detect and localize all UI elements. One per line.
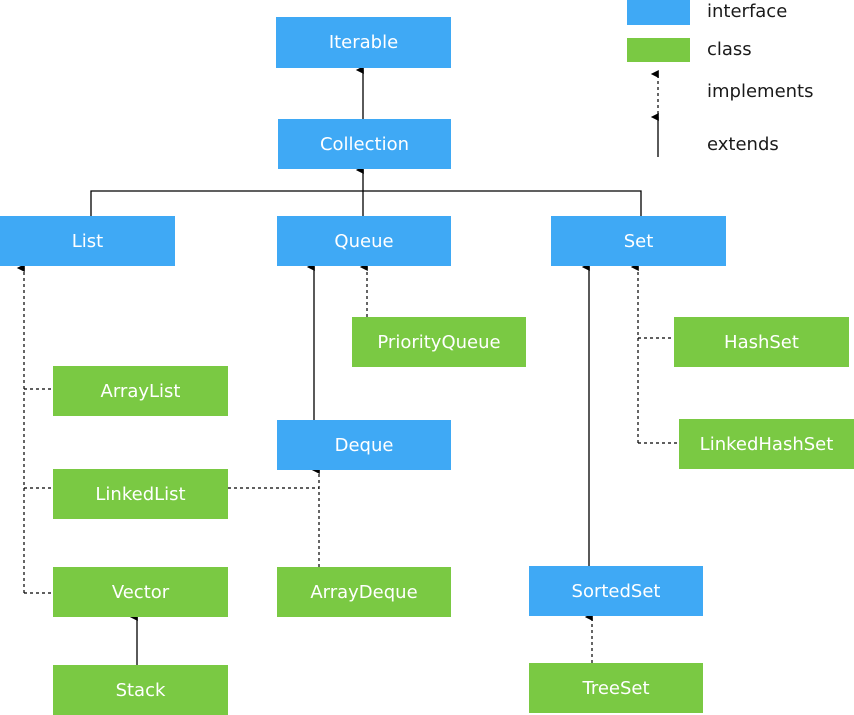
node-queue: Queue: [277, 216, 451, 266]
node-arraylist: ArrayList: [53, 366, 228, 416]
legend-extends-label: extends: [707, 134, 779, 155]
node-collection: Collection: [278, 119, 451, 169]
node-linkedhashset: LinkedHashSet: [679, 419, 854, 469]
node-sortedset: SortedSet: [529, 566, 703, 616]
legend-class-label: class: [707, 39, 752, 60]
node-priorityqueue: PriorityQueue: [352, 317, 526, 367]
node-hashset: HashSet: [674, 317, 849, 367]
node-set: Set: [551, 216, 726, 266]
node-stack: Stack: [53, 665, 228, 715]
node-list: List: [0, 216, 175, 266]
legend-implements-label: implements: [707, 81, 814, 102]
node-linkedlist: LinkedList: [53, 469, 228, 519]
node-deque: Deque: [277, 420, 451, 470]
node-vector: Vector: [53, 567, 228, 617]
legend-interface-label: interface: [707, 1, 788, 22]
edge-subinterfaces-bus: [90, 190, 642, 216]
node-treeset: TreeSet: [529, 663, 703, 713]
legend-interface-swatch: [627, 0, 690, 25]
node-arraydeque: ArrayDeque: [277, 567, 451, 617]
node-iterable: Iterable: [276, 17, 451, 68]
legend-class-swatch: [627, 38, 690, 62]
